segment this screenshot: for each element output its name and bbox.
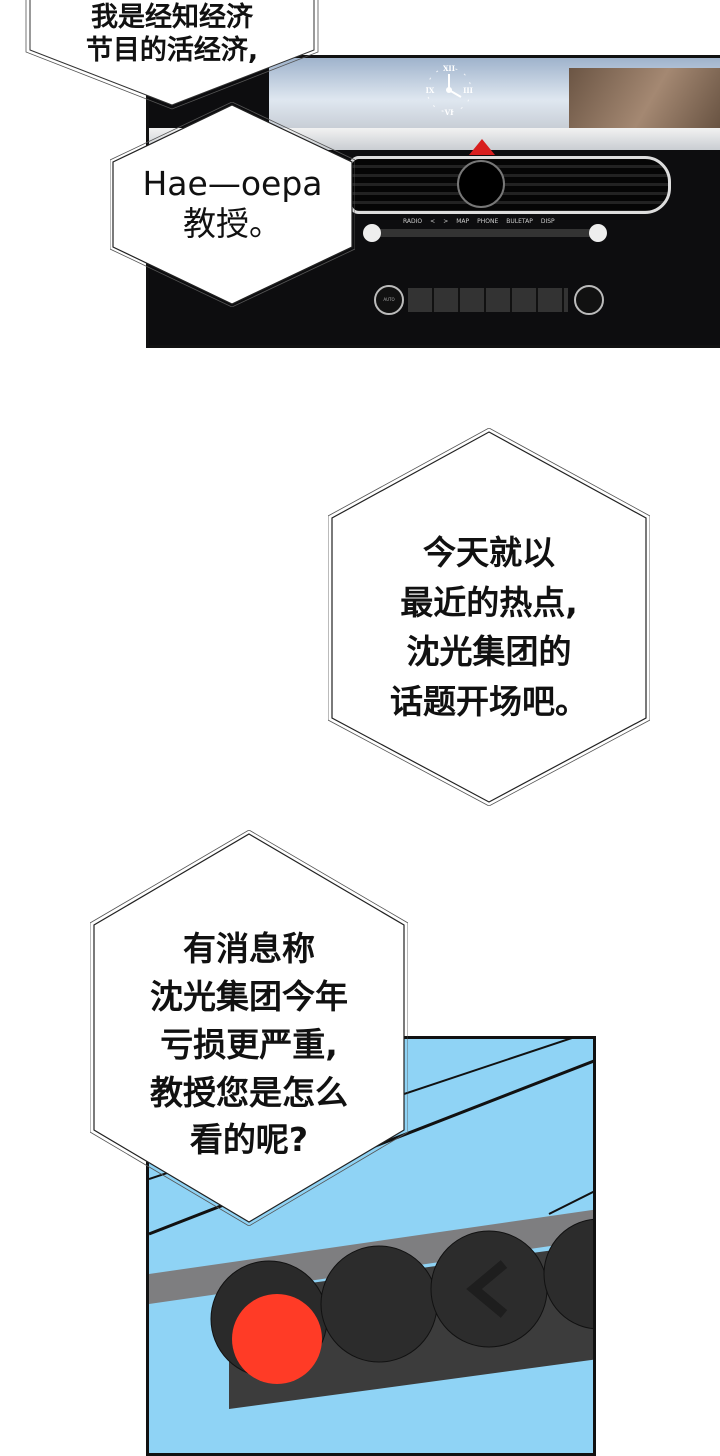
bubble-line: 话题开场吧。 <box>390 681 588 721</box>
radio-button-labels: RADIO < > MAP PHONE BULETAP DISP <box>403 218 555 225</box>
bubble-line: 教授您是怎么 <box>150 1072 348 1112</box>
radio-panel: RADIO < > MAP PHONE BULETAP DISP <box>363 218 607 250</box>
bubble-line: 沈光集团今年 <box>150 976 348 1016</box>
climate-buttons[interactable] <box>408 288 568 312</box>
bubble-line: 节目的活经济, <box>85 34 259 66</box>
bubble-line: 今天就以 <box>423 533 555 572</box>
speech-bubble-1: 我是经知经济 节目的活经济, <box>22 0 322 110</box>
speech-bubble-2: Hae—oepa 教授。 <box>110 102 355 307</box>
arrow-light-hood <box>430 1230 548 1348</box>
traffic-light-scene <box>149 1039 593 1409</box>
clock-numeral-6: VI <box>444 108 454 117</box>
phone-button[interactable]: PHONE <box>477 218 499 225</box>
clock-numeral-3: III <box>463 86 473 95</box>
bubble-line: 沈光集团的 <box>406 632 572 671</box>
vent-clock <box>457 160 505 208</box>
yellow-light-hood <box>320 1245 438 1363</box>
prev-button[interactable]: < <box>430 218 436 225</box>
clock-numeral-9: IX <box>426 86 435 95</box>
map-button[interactable]: MAP <box>456 218 470 225</box>
knob-label: AUTO <box>383 297 395 302</box>
left-arrow-icon <box>466 1260 508 1318</box>
speech-bubble-4: 有消息称 沈光集团今年 亏损更严重, 教授您是怎么 看的呢? <box>90 830 408 1226</box>
bubble-line: 亏损更严重, <box>160 1024 338 1064</box>
air-vent <box>349 156 671 214</box>
radio-button[interactable]: RADIO <box>403 218 423 225</box>
disp-button[interactable]: DISP <box>540 218 555 225</box>
climate-control: AUTO <box>374 283 604 319</box>
climate-right-knob[interactable] <box>574 285 604 315</box>
speech-bubble-3: 今天就以 最近的热点, 沈光集团的 话题开场吧。 <box>328 428 650 806</box>
bubble-line: 最近的热点, <box>400 582 578 622</box>
buletap-button[interactable]: BULETAP <box>506 218 533 225</box>
next-button[interactable]: > <box>443 218 449 225</box>
next-light-hood <box>543 1218 593 1330</box>
radio-left-knob[interactable] <box>363 224 381 242</box>
climate-left-knob[interactable]: AUTO <box>374 285 404 315</box>
clock-numeral-12: XII <box>443 64 455 73</box>
bubble-line: 有消息称 <box>183 929 315 968</box>
red-light-icon <box>232 1294 322 1384</box>
radio-right-knob[interactable] <box>589 224 607 242</box>
hazard-button-icon[interactable] <box>469 139 495 155</box>
bubble-line: 我是经知经济 <box>91 2 253 33</box>
bubble-line: Hae—oepa <box>142 164 323 203</box>
analog-clock-icon: XII III VI IX <box>426 64 473 117</box>
bubble-line: 看的呢? <box>189 1120 309 1160</box>
bubble-line: 教授。 <box>183 204 282 244</box>
wood-trim <box>569 68 720 138</box>
support-wire <box>548 1190 593 1215</box>
